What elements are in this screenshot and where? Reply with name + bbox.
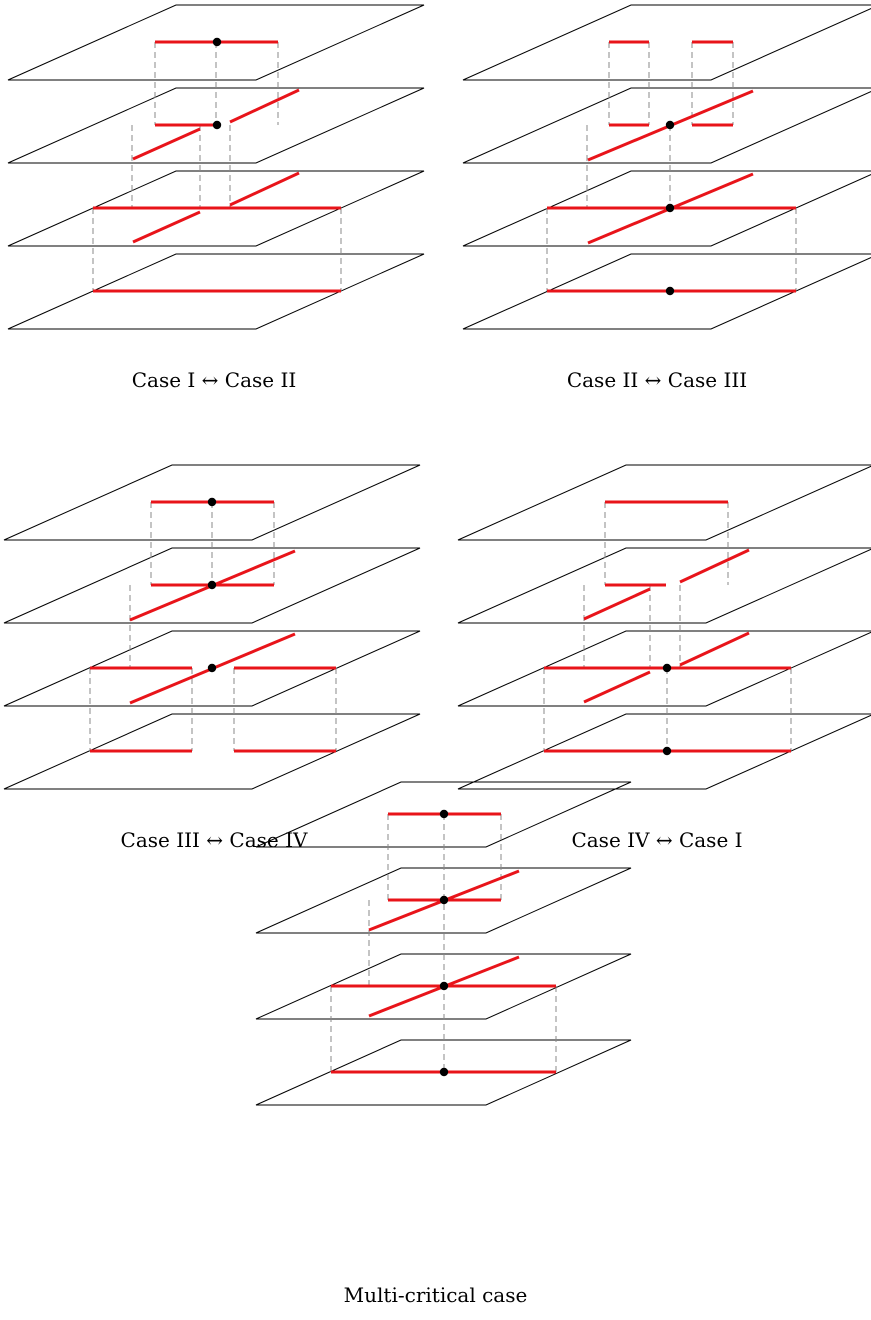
caption-case-4-1: Case IV ↔ Case I (571, 828, 743, 852)
panel-case-4-1 (457, 464, 871, 790)
caption-case-1-2: Case I ↔ Case II (131, 368, 297, 392)
plane-layer-2 (7, 87, 425, 164)
critical-point (207, 580, 217, 590)
critical-point (207, 497, 217, 507)
panel-case-2-3 (462, 4, 871, 330)
plane-layer-1 (3, 464, 421, 541)
plane-layer-4 (457, 713, 871, 790)
critical-point (212, 37, 222, 47)
critical-point (439, 809, 449, 819)
plane-layer-4 (3, 713, 421, 790)
level-set-diagonal (132, 210, 201, 244)
plane-layer-2 (3, 547, 421, 624)
plane-layer-1 (462, 4, 871, 81)
level-set-diagonal (583, 587, 651, 621)
plane-layer-3 (462, 170, 871, 247)
level-set-diagonal (679, 631, 750, 667)
critical-point (665, 286, 675, 296)
critical-point (662, 746, 672, 756)
plane-layer-3 (457, 630, 871, 707)
critical-point (439, 895, 449, 905)
plane-layer-4 (462, 253, 871, 330)
level-set-diagonal (132, 127, 201, 161)
plane-layer-3 (7, 170, 425, 247)
plane-layer-1 (457, 464, 871, 541)
caption-case-2-3: Case II ↔ Case III (566, 368, 748, 392)
level-set-diagonal (229, 88, 300, 124)
plane-layer-2 (462, 87, 871, 164)
critical-point (662, 663, 672, 673)
critical-point (665, 120, 675, 130)
level-set-diagonal (679, 548, 750, 584)
level-set-diagonal (583, 670, 651, 704)
plane-layer-4 (255, 1039, 632, 1106)
plane-layer-2 (457, 547, 871, 624)
plane-layer-3 (3, 630, 421, 707)
plane-layer-4 (7, 253, 425, 330)
panel-case-1-2 (7, 4, 425, 330)
level-set-diagonal (229, 171, 300, 207)
critical-point (212, 120, 222, 130)
plane-layer-1 (255, 781, 632, 848)
plane-layer-1 (7, 4, 425, 81)
panel-case-3-4 (3, 464, 421, 790)
caption-multi-critical: Multi-critical case (343, 1283, 528, 1307)
critical-point (665, 203, 675, 213)
critical-point (207, 663, 217, 673)
panel-multi-critical (255, 781, 632, 1106)
plane-layer-2 (255, 867, 632, 934)
critical-point (439, 981, 449, 991)
caption-case-3-4: Case III ↔ Case IV (120, 828, 308, 852)
critical-point (439, 1067, 449, 1077)
plane-layer-3 (255, 953, 632, 1020)
